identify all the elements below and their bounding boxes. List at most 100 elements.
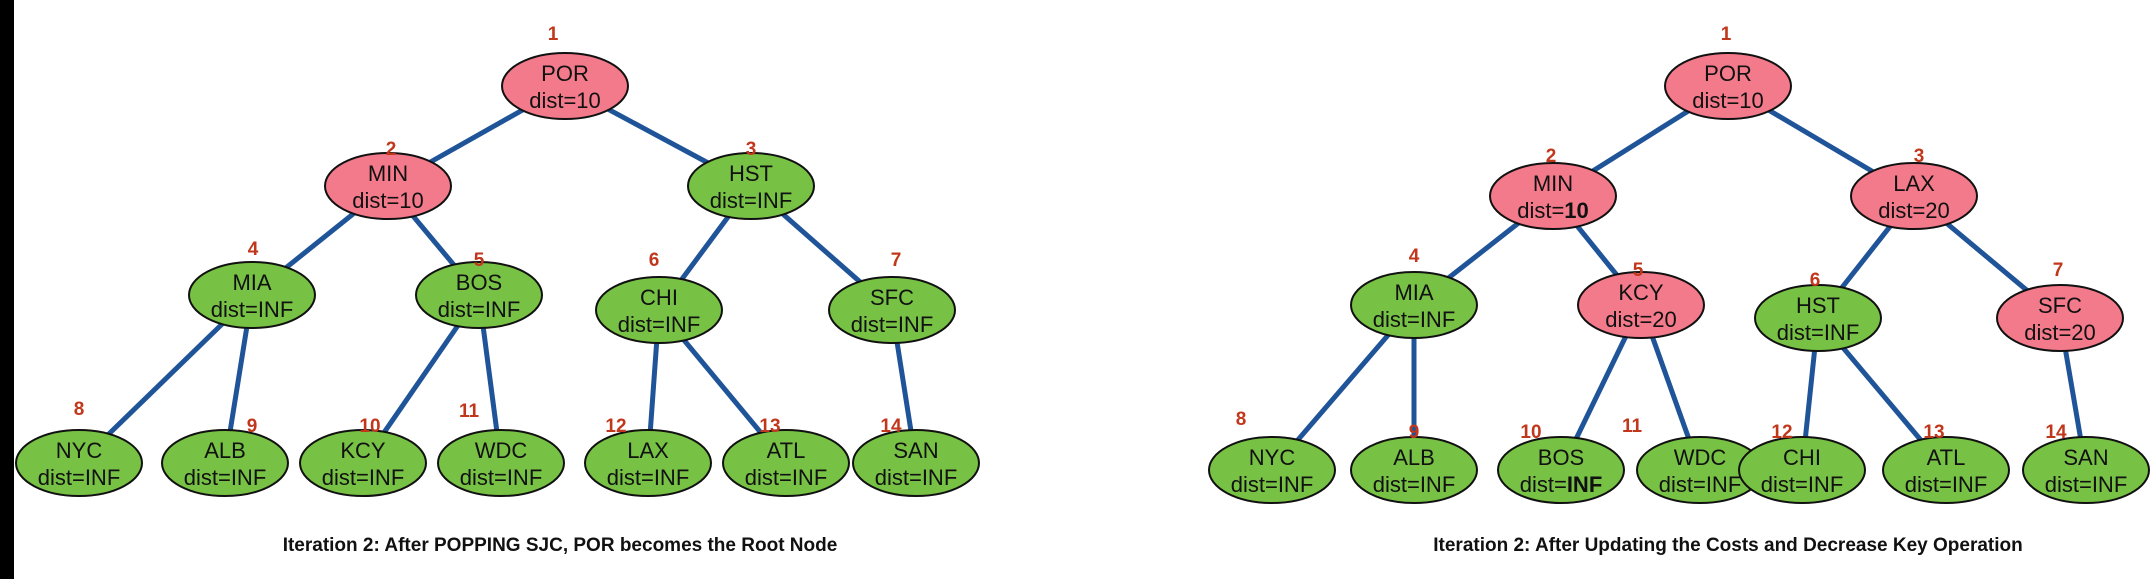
node-ellipse [161, 429, 289, 497]
node-index-11: 11 [459, 401, 480, 422]
node-dist: dist=INF [851, 312, 934, 337]
node-name: ATL [1927, 445, 1966, 470]
node-ellipse [1208, 436, 1336, 504]
node-ellipse [1850, 162, 1978, 230]
node-name: HST [729, 161, 773, 186]
node-name: ALB [1393, 445, 1435, 470]
node-ellipse [1350, 436, 1478, 504]
node-name: NYC [56, 438, 103, 463]
node-ellipse [1350, 271, 1478, 339]
node-index-3: 3 [746, 139, 757, 160]
node-index-6: 6 [649, 250, 660, 271]
node-name: SFC [2038, 293, 2082, 318]
node-dist: dist=INF [460, 465, 543, 490]
node-name: LAX [1893, 171, 1935, 196]
heap-tree-before: PORdist=101MINdist=102HSTdist=INF3MIAdis… [15, 24, 980, 497]
node-name: POR [1704, 61, 1752, 86]
node-name: NYC [1249, 445, 1296, 470]
node-dist: dist=20 [1605, 307, 1677, 332]
node-ellipse [188, 261, 316, 329]
node-ellipse [1882, 436, 2010, 504]
node-index-6: 6 [1810, 270, 1821, 291]
node-index-12: 12 [1771, 422, 1792, 443]
node-name: HST [1796, 293, 1840, 318]
node-dist: dist=INF [211, 297, 294, 322]
node-name: ATL [767, 438, 806, 463]
node-ellipse [1497, 436, 1625, 504]
node-name: WDC [1674, 445, 1727, 470]
node-dist: dist=10 [352, 188, 424, 213]
node-name: KCY [1618, 280, 1664, 305]
node-ellipse [1489, 162, 1617, 230]
node-index-1: 1 [548, 24, 559, 45]
node-index-7: 7 [891, 250, 902, 271]
node-index-9: 9 [247, 416, 258, 437]
node-index-13: 13 [1923, 422, 1944, 443]
caption-before: Iteration 2: After POPPING SJC, POR beco… [282, 535, 838, 556]
node-name: MIA [1394, 280, 1433, 305]
node-name: SFC [870, 285, 914, 310]
node-ellipse [501, 52, 629, 120]
node-ellipse [687, 152, 815, 220]
node-name: WDC [475, 438, 528, 463]
node-index-5: 5 [474, 250, 485, 271]
node-dist: dist=INF [184, 465, 267, 490]
node-dist: dist=INF [322, 465, 405, 490]
node-ellipse [1664, 52, 1792, 120]
node-dist: dist=10 [1692, 88, 1764, 113]
node-ellipse [595, 276, 723, 344]
node-name: MIN [1533, 171, 1573, 196]
node-index-8: 8 [1236, 409, 1247, 430]
node-ellipse [722, 429, 850, 497]
node-name: BOS [1538, 445, 1584, 470]
node-index-8: 8 [74, 399, 85, 420]
node-dist: dist=10 [529, 88, 601, 113]
node-dist: dist=INF [438, 297, 521, 322]
node-index-3: 3 [1914, 146, 1925, 167]
node-index-2: 2 [1546, 146, 1557, 167]
node-index-2: 2 [386, 139, 397, 160]
node-ellipse [828, 276, 956, 344]
node-name: SAN [2063, 445, 2108, 470]
node-index-7: 7 [2053, 260, 2064, 281]
node-index-10: 10 [1520, 422, 1541, 443]
node-index-12: 12 [605, 416, 626, 437]
node-name: MIN [368, 161, 408, 186]
node-name: ALB [204, 438, 246, 463]
node-index-1: 1 [1721, 24, 1732, 45]
node-index-10: 10 [359, 416, 380, 437]
node-index-9: 9 [1409, 422, 1420, 443]
node-ellipse [1577, 271, 1705, 339]
node-dist: dist=INF [1761, 472, 1844, 497]
node-name: MIA [232, 270, 271, 295]
node-dist: dist=INF [1905, 472, 1988, 497]
node-dist: dist=INF [1373, 307, 1456, 332]
node-ellipse [1754, 284, 1882, 352]
node-dist: dist=INF [607, 465, 690, 490]
node-index-14: 14 [2045, 422, 2067, 443]
node-dist: dist=10 [1517, 198, 1589, 223]
node-index-4: 4 [248, 239, 259, 260]
caption-after: Iteration 2: After Updating the Costs an… [1433, 535, 2023, 556]
node-dist: dist=20 [1878, 198, 1950, 223]
